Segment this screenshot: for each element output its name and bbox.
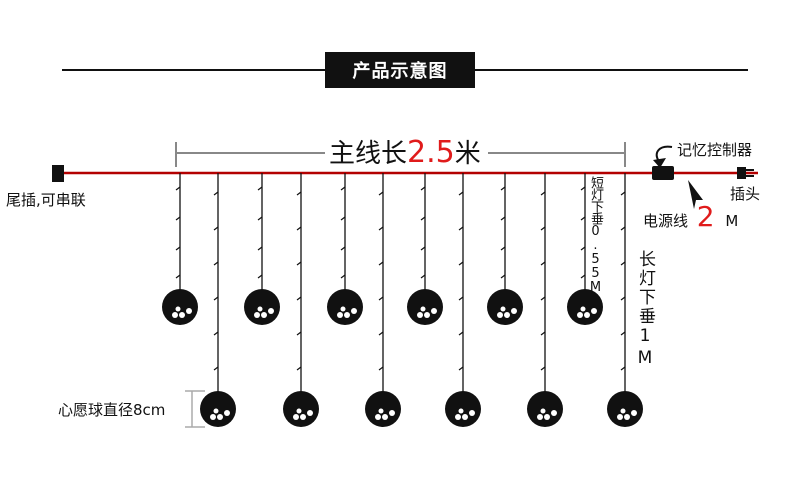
wish-ball <box>527 391 563 427</box>
controller-label: 记忆控制器 <box>677 141 753 159</box>
long-drops <box>217 173 626 393</box>
main-length-label: 主线长2.5米 <box>329 136 481 171</box>
wish-ball <box>567 289 603 325</box>
power-cord-arrow-icon <box>688 180 703 209</box>
wish-ball <box>327 289 363 325</box>
led-ticks <box>175 186 626 371</box>
main-length-value: 2.5 <box>407 135 455 170</box>
power-cord-prefix: 电源线 <box>643 212 689 230</box>
power-cord-value: 2 <box>696 200 715 233</box>
ball-diameter-label: 心愿球直径8cm <box>58 401 166 419</box>
length-dimension <box>175 142 626 167</box>
tail-plug <box>52 165 64 182</box>
wish-ball <box>200 391 236 427</box>
wish-ball <box>162 289 198 325</box>
short-drop-balls <box>162 289 603 325</box>
page-title: 产品示意图 <box>325 52 475 88</box>
wish-ball <box>283 391 319 427</box>
diameter-bracket <box>185 390 205 428</box>
wish-ball <box>365 391 401 427</box>
main-length-prefix: 主线长 <box>329 139 408 169</box>
memory-controller <box>652 166 674 180</box>
wish-ball <box>445 391 481 427</box>
short-drop-label: 短灯下垂0.55M <box>588 176 603 294</box>
main-length-suffix: 米 <box>454 139 481 169</box>
wish-ball <box>607 391 643 427</box>
plug-icon <box>737 167 754 179</box>
plug-label: 插头 <box>730 185 761 203</box>
wish-ball <box>244 289 280 325</box>
long-drop-balls <box>200 391 643 427</box>
wish-ball <box>407 289 443 325</box>
short-drops <box>179 173 586 290</box>
power-cord-suffix: M <box>725 212 739 230</box>
wish-ball <box>487 289 523 325</box>
controller-arrowhead-icon <box>653 158 666 168</box>
long-drop-label: 长灯下垂1M <box>635 250 655 370</box>
tail-label: 尾插,可串联 <box>6 191 86 209</box>
power-cord-label: 电源线 2 M <box>643 201 738 237</box>
